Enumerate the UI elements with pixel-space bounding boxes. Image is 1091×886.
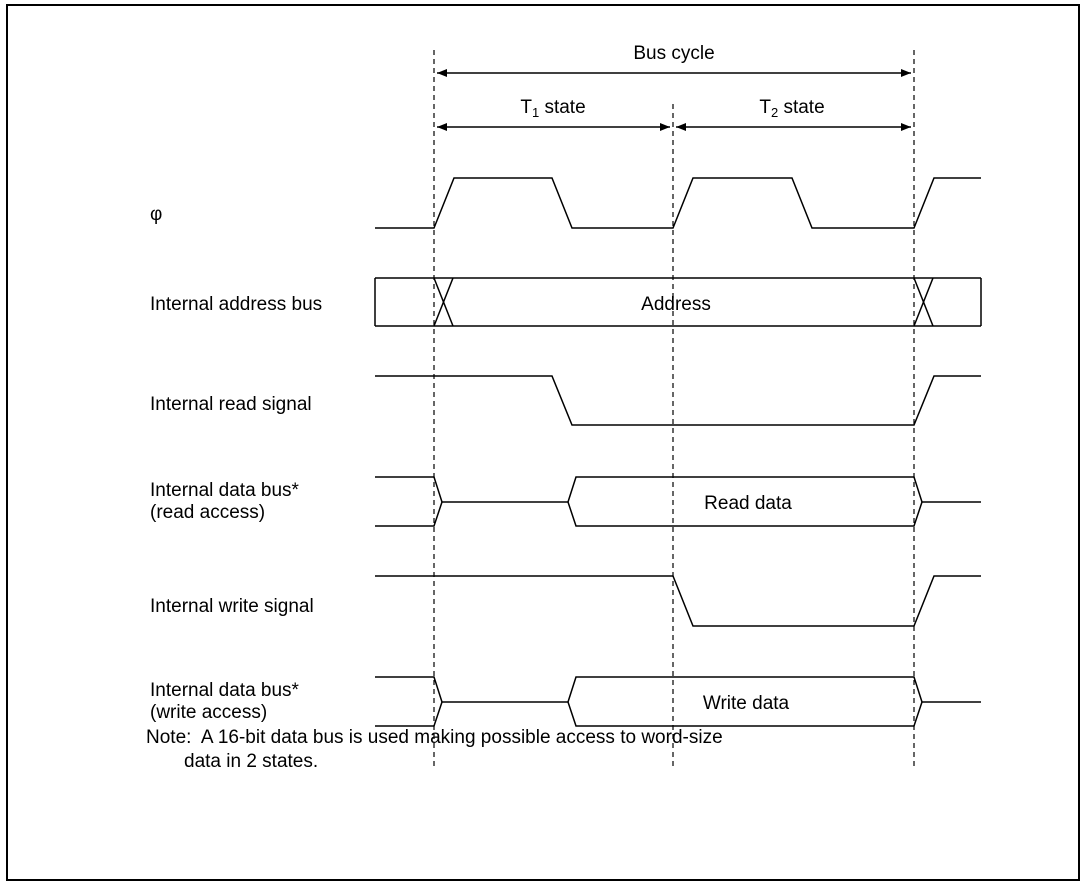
- diagram-frame: [6, 4, 1080, 881]
- data-bus-read-sublabel: (read access): [150, 502, 266, 523]
- address-cross-2b: [913, 277, 934, 327]
- write-data-value: Write data: [702, 693, 790, 714]
- data-bus-write-label: Internal data bus*: [150, 680, 299, 701]
- address-bus-label: Internal address bus: [150, 294, 323, 315]
- read-signal-waveform: [375, 375, 981, 426]
- bus-cycle-label: Bus cycle: [633, 43, 715, 64]
- read-data-bus-waveform: [375, 476, 443, 527]
- address-cross-1b: [433, 277, 454, 327]
- phi-label: φ: [150, 204, 163, 225]
- footnote-line-1: Note: A 16-bit data bus is used making p…: [146, 727, 723, 748]
- footnote-line-2: data in 2 states.: [184, 751, 319, 772]
- data-bus-read-label: Internal data bus*: [150, 480, 299, 501]
- address-value: Address: [641, 294, 711, 315]
- data-bus-write-sublabel: (write access): [150, 702, 268, 723]
- t1-state-label: T1 state: [520, 97, 586, 120]
- read-signal-label: Internal read signal: [150, 394, 312, 415]
- footnote: Note: A 16-bit data bus is used making p…: [146, 726, 723, 774]
- phi-waveform: [375, 177, 981, 229]
- t2-state-label: T2 state: [759, 97, 825, 120]
- write-data-bus-waveform: [375, 676, 443, 727]
- write-signal-waveform: [375, 575, 981, 627]
- write-signal-label: Internal write signal: [150, 596, 314, 617]
- read-data-value: Read data: [704, 493, 792, 514]
